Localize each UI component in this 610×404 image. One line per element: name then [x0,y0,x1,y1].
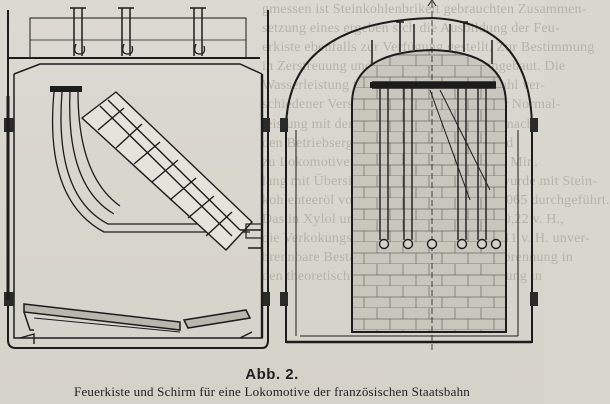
firebox-drawing [4,0,538,352]
side-section [4,7,270,349]
cross-section [280,0,538,352]
figure-label: Abb. 2. [245,366,299,383]
figure-caption: Feuerkiste und Schirm für eine Lokomotiv… [74,384,470,399]
